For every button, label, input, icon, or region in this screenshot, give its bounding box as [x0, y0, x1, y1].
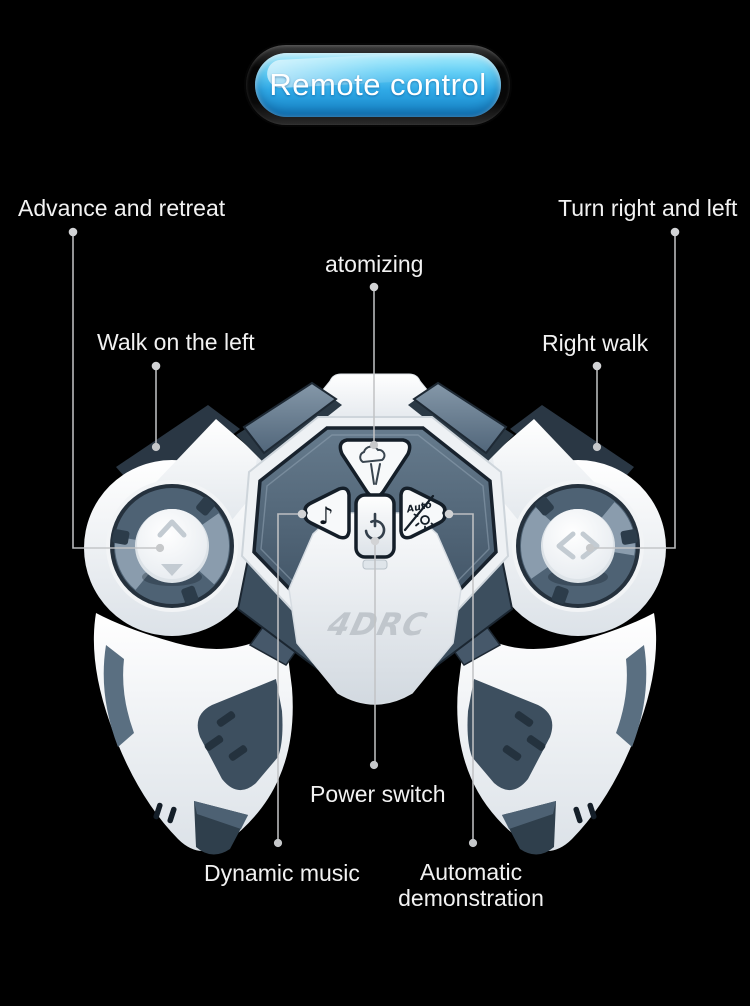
- callout-label-music: Dynamic music: [204, 860, 360, 886]
- up-arrow-icon: [157, 519, 187, 538]
- left-joystick: [106, 480, 238, 612]
- badge-gloss: [255, 53, 501, 117]
- grip-marks-icon: [153, 802, 177, 824]
- auto-button: Auto: [399, 486, 447, 540]
- callout-label-advance: Advance and retreat: [18, 195, 226, 221]
- badge-label: Remote control: [269, 67, 487, 102]
- callout-label-right-walk: Right walk: [542, 330, 649, 356]
- auto-light-icon: Auto: [403, 494, 435, 532]
- left-arrow-icon: [556, 531, 576, 560]
- grip-vents-icon: [204, 711, 248, 761]
- callout-label-atomizing: atomizing: [325, 251, 424, 277]
- music-button: ♪: [303, 486, 351, 540]
- callout-label-walk-left: Walk on the left: [97, 329, 255, 355]
- power-button: [354, 493, 396, 570]
- brand-logo: 4DRC: [323, 607, 431, 642]
- top-slab-right: [412, 381, 508, 455]
- callout-label-auto: Automatic demonstration: [398, 859, 544, 911]
- callout-label-power: Power switch: [310, 781, 446, 807]
- remote-control-badge: Remote control: [246, 45, 510, 125]
- top-slab-left: [242, 381, 338, 455]
- down-arrow-icon: [161, 564, 183, 576]
- right-joystick: [512, 480, 644, 612]
- callout-label-turn: Turn right and left: [558, 195, 738, 221]
- music-note-icon: ♪: [318, 502, 333, 530]
